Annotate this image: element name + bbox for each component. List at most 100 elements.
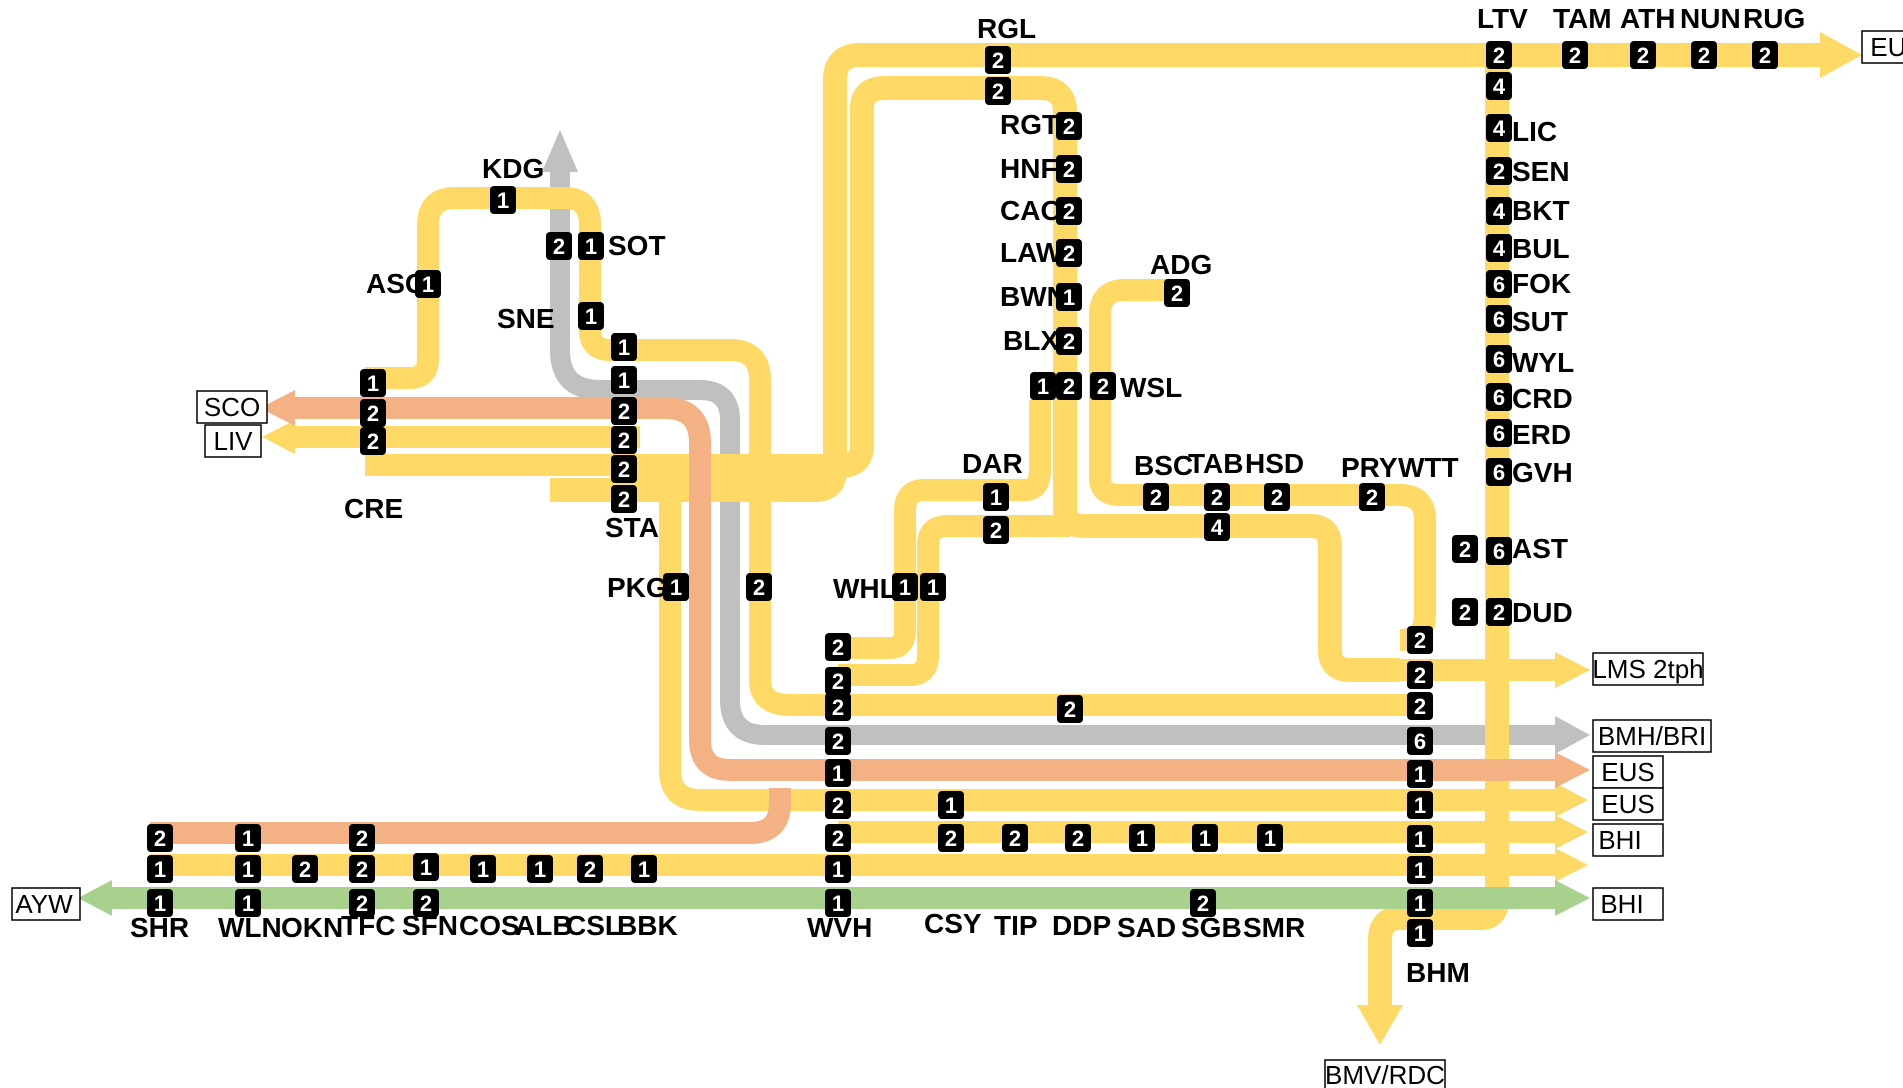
badge-value: 2 <box>1063 241 1075 266</box>
route-yellow-kdg-loop <box>365 187 1400 716</box>
frequency-badge: 6 <box>1486 345 1512 373</box>
badge-box <box>1486 197 1512 225</box>
badge-box <box>1192 824 1218 852</box>
dest-bhi-b: BHI <box>1592 887 1664 921</box>
badge-box <box>611 366 637 394</box>
badge-value: 2 <box>832 793 844 818</box>
station-sta: STA <box>605 512 659 543</box>
badge-value: 1 <box>618 335 630 360</box>
frequency-badge: 2 <box>1486 598 1512 626</box>
badge-box <box>1002 824 1028 852</box>
badge-value: 1 <box>832 857 844 882</box>
badge-box <box>1056 283 1082 311</box>
station-kdg: KDG <box>482 153 544 184</box>
station-sgb: SGB <box>1181 912 1242 943</box>
dest-eus-a: EUS <box>1592 755 1664 789</box>
badge-value: 4 <box>1493 199 1506 224</box>
badge-value: 6 <box>1493 460 1505 485</box>
badge-value: 2 <box>1637 43 1649 68</box>
frequency-badge: 1 <box>892 573 918 601</box>
frequency-badge: 2 <box>1486 41 1512 69</box>
badge-value: 6 <box>1493 539 1505 564</box>
badge-box <box>611 333 637 361</box>
frequency-badge: 1 <box>578 232 604 260</box>
station-wln: WLN <box>218 912 282 943</box>
badge-value: 1 <box>242 891 254 916</box>
frequency-badge: 6 <box>1486 537 1512 565</box>
frequency-badge: 1 <box>235 855 261 883</box>
badge-box <box>825 824 851 852</box>
badge-value: 2 <box>1211 485 1223 510</box>
badge-box <box>578 302 604 330</box>
dest-eus-top-label: EUS <box>1870 32 1903 62</box>
badge-box <box>663 573 689 601</box>
badge-value: 6 <box>1493 307 1505 332</box>
badge-value: 2 <box>618 457 630 482</box>
badge-box <box>1065 824 1091 852</box>
badge-box <box>985 77 1011 105</box>
badge-box <box>1407 825 1433 853</box>
frequency-badge: 2 <box>1204 483 1230 511</box>
station-hsd: HSD <box>1245 448 1304 479</box>
badge-value: 1 <box>154 857 166 882</box>
badge-value: 2 <box>1698 43 1710 68</box>
badge-box <box>1129 824 1155 852</box>
badge-value: 2 <box>367 401 379 426</box>
frequency-badge: 1 <box>235 889 261 917</box>
frequency-badge: 4 <box>1486 72 1512 100</box>
frequency-badge: 2 <box>1452 535 1478 563</box>
badge-value: 1 <box>832 891 844 916</box>
station-bkt: BKT <box>1512 195 1570 226</box>
badge-box <box>825 889 851 917</box>
badge-box <box>360 427 386 455</box>
frequency-badge: 6 <box>1486 305 1512 333</box>
badge-box <box>746 573 772 601</box>
badge-box <box>938 791 964 819</box>
frequency-badge: 2 <box>1057 695 1083 723</box>
station-bwn: BWN <box>1000 281 1067 312</box>
frequency-badge: 4 <box>1486 114 1512 142</box>
station-law: LAW <box>1000 237 1063 268</box>
frequency-badge: 1 <box>825 855 851 883</box>
badge-value: 1 <box>618 368 630 393</box>
frequency-badge: 2 <box>1630 41 1656 69</box>
badge-box <box>147 889 173 917</box>
station-ddp: DDP <box>1052 910 1111 941</box>
badge-box <box>577 855 603 883</box>
badge-box <box>1486 234 1512 262</box>
frequency-badge: 2 <box>985 46 1011 74</box>
frequency-badge: 2 <box>983 516 1009 544</box>
badge-value: 1 <box>585 234 597 259</box>
badge-box <box>1204 483 1230 511</box>
badge-box <box>1359 483 1385 511</box>
station-cre: CRE <box>344 493 403 524</box>
badge-box <box>825 727 851 755</box>
frequency-badge: 1 <box>920 573 946 601</box>
station-ath: ATH <box>1620 3 1675 34</box>
badge-box <box>1056 197 1082 225</box>
badge-value: 1 <box>497 188 509 213</box>
arrow-sco <box>260 390 295 426</box>
badge-value: 2 <box>1063 374 1075 399</box>
badge-value: 1 <box>1414 921 1426 946</box>
frequency-badge: 1 <box>360 369 386 397</box>
frequency-badge: 2 <box>1562 41 1588 69</box>
badge-value: 2 <box>1493 159 1505 184</box>
frequency-badge: 2 <box>1691 41 1717 69</box>
badge-box <box>1486 383 1512 411</box>
badge-box <box>1407 919 1433 947</box>
frequency-badge: 2 <box>1359 483 1385 511</box>
frequency-badge: 1 <box>1056 283 1082 311</box>
station-dar: DAR <box>962 448 1023 479</box>
badge-value: 2 <box>618 428 630 453</box>
badge-value: 2 <box>1063 329 1075 354</box>
dest-bmv-rdc-label: BMV/RDC <box>1325 1060 1445 1088</box>
badge-box <box>1486 598 1512 626</box>
station-wsl: WSL <box>1120 372 1182 403</box>
station-shr: SHR <box>130 912 189 943</box>
badge-value: 1 <box>945 793 957 818</box>
badge-value: 2 <box>1063 199 1075 224</box>
frequency-badge: 2 <box>360 399 386 427</box>
station-tip: TIP <box>994 910 1038 941</box>
dest-eus-b-label: EUS <box>1601 789 1654 819</box>
